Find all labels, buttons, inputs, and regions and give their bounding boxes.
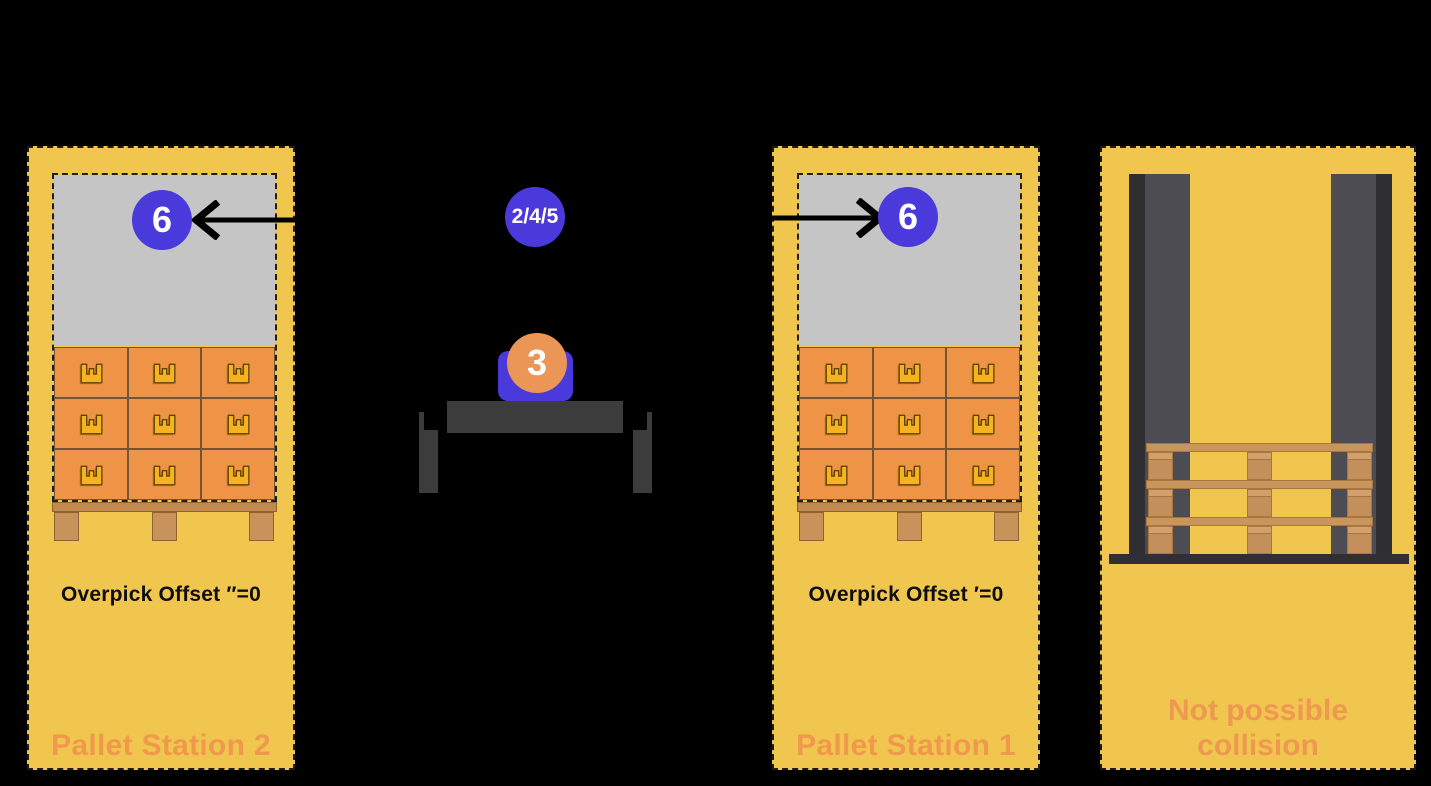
stacked-pallet-block <box>1347 489 1372 517</box>
arrow-left-icon <box>190 200 334 240</box>
carton-box <box>872 449 947 500</box>
floor-bar <box>1109 554 1409 564</box>
mast-post <box>1376 174 1392 554</box>
carton-box <box>799 347 873 398</box>
product-clamp-icon <box>226 414 250 435</box>
pick-count-badge-left: 6 <box>132 190 192 250</box>
carton-box <box>127 347 202 398</box>
product-clamp-icon <box>153 363 176 384</box>
product-clamp-icon <box>824 465 848 486</box>
robot-leg-wheel <box>647 412 652 432</box>
product-clamp-icon <box>153 465 176 486</box>
stacked-pallet-block <box>1247 452 1272 480</box>
box-grid <box>799 347 1020 500</box>
collision-caption-line2: collision <box>1197 729 1319 762</box>
carton-box <box>201 449 275 500</box>
collision-caption: Not possible collision <box>1102 693 1414 763</box>
carton-box <box>946 398 1020 449</box>
stacked-pallet-block <box>1247 526 1272 554</box>
carried-box-badge: 3 <box>507 333 567 393</box>
robot-leg-wheel <box>419 412 424 432</box>
pallet-station-1-panel: Overpick Offset ′=0 Pallet Station 1 <box>772 146 1040 770</box>
carton-box <box>799 449 873 500</box>
mast-post <box>1129 174 1145 554</box>
product-clamp-icon <box>79 363 103 384</box>
pallet-deck <box>797 502 1022 512</box>
pallet-deck <box>52 502 277 512</box>
stacked-pallet-block <box>1347 526 1372 554</box>
product-clamp-icon <box>971 414 995 435</box>
product-clamp-icon <box>226 465 250 486</box>
product-clamp-icon <box>898 465 921 486</box>
carton-box <box>54 347 128 398</box>
box-grid <box>54 347 275 500</box>
pallet-leg <box>897 512 922 541</box>
carton-box <box>946 347 1020 398</box>
carton-box <box>799 398 873 449</box>
pick-count-badge-right: 6 <box>878 187 938 247</box>
stacked-pallet-deck <box>1146 443 1373 452</box>
pallet-leg <box>799 512 824 541</box>
stacked-pallet-block <box>1148 526 1173 554</box>
pallet-station-2-panel: Overpick Offset ″=0 Pallet Station 2 <box>27 146 295 770</box>
sequence-badge: 2/4/5 <box>505 187 565 247</box>
product-clamp-icon <box>79 465 103 486</box>
stacked-pallet-block <box>1148 489 1173 517</box>
pallet-leg <box>994 512 1019 541</box>
carton-box <box>872 398 947 449</box>
stacked-pallet-deck <box>1146 517 1373 526</box>
pallet-leg <box>54 512 79 541</box>
pallet-leg <box>152 512 177 541</box>
robot-body <box>447 401 623 433</box>
carton-box <box>127 398 202 449</box>
station-2-title: Pallet Station 2 <box>51 729 271 762</box>
product-clamp-icon <box>79 414 103 435</box>
carton-box <box>201 398 275 449</box>
pallet-leg <box>249 512 274 541</box>
empty-pallet-stack <box>1146 443 1373 554</box>
station-1-title: Pallet Station 1 <box>796 729 1016 762</box>
robot-leg <box>419 430 438 493</box>
product-clamp-icon <box>226 363 250 384</box>
carton-box <box>946 449 1020 500</box>
product-clamp-icon <box>898 414 921 435</box>
overpick-offset-label: Overpick Offset ′=0 <box>808 583 1004 606</box>
product-clamp-icon <box>971 363 995 384</box>
overpick-offset-label: Overpick Offset ″=0 <box>60 583 262 606</box>
pick-zone-outline <box>52 173 277 502</box>
product-clamp-icon <box>824 414 848 435</box>
carton-box <box>54 398 128 449</box>
stacked-pallet-block <box>1247 489 1272 517</box>
stacked-pallet-block <box>1347 452 1372 480</box>
product-clamp-icon <box>971 465 995 486</box>
carton-box <box>872 347 947 398</box>
robot-leg <box>633 430 652 493</box>
carton-box <box>54 449 128 500</box>
product-clamp-icon <box>153 414 176 435</box>
collision-caption-line1: Not possible <box>1167 694 1348 727</box>
collision-panel: Not possible collision <box>1100 146 1416 770</box>
carton-box <box>127 449 202 500</box>
product-clamp-icon <box>824 363 848 384</box>
stacked-pallet-block <box>1148 452 1173 480</box>
product-clamp-icon <box>898 363 921 384</box>
stacked-pallet-deck <box>1146 480 1373 489</box>
arrow-right-icon <box>752 198 886 238</box>
carton-box <box>201 347 275 398</box>
